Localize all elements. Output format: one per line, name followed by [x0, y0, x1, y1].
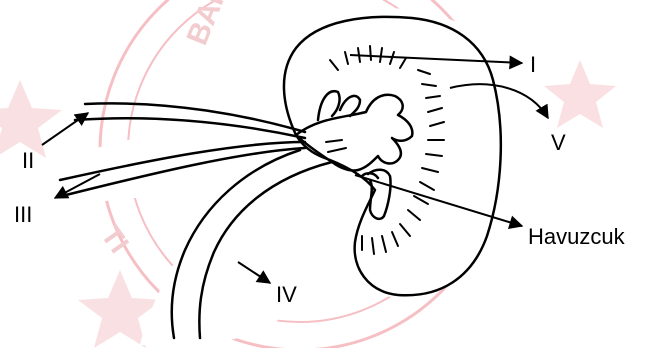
watermark-text-top: BAK — [181, 0, 236, 50]
label-iv: IV — [276, 282, 297, 307]
label-v: V — [551, 130, 566, 155]
watermark-star-right — [544, 60, 616, 128]
label-havuzcuk: Havuzcuk — [528, 224, 626, 249]
label-iii: III — [14, 202, 32, 227]
label-ii: II — [22, 148, 34, 173]
watermark-star-left — [0, 80, 62, 158]
label-i: I — [530, 52, 536, 77]
